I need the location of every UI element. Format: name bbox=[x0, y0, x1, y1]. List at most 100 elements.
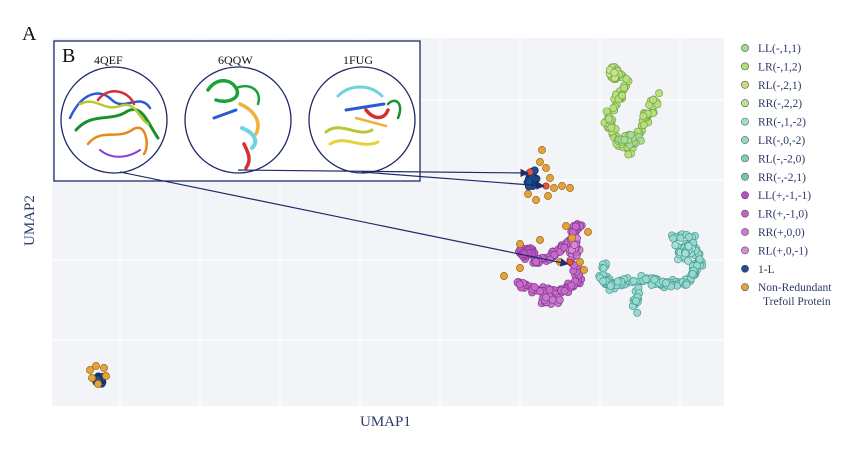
legend-marker bbox=[741, 209, 749, 218]
legend-marker bbox=[741, 62, 749, 71]
point-magenta-cluster bbox=[548, 295, 557, 304]
legend-label: 1-L bbox=[758, 264, 775, 276]
legend-marker bbox=[741, 264, 749, 273]
arrow-1fug bbox=[361, 171, 545, 190]
point-cyan-cluster bbox=[684, 242, 693, 251]
point-green-cluster bbox=[620, 135, 629, 144]
point-green-cluster bbox=[619, 83, 628, 92]
panel-letter-a: A bbox=[22, 23, 37, 45]
point-cyan-cluster bbox=[633, 308, 642, 317]
structure-label-1fug: 1FUG bbox=[343, 53, 373, 67]
structure-circle-4qef bbox=[60, 66, 168, 174]
legend-marker bbox=[741, 228, 749, 236]
point-cyan-cluster bbox=[606, 281, 615, 290]
legend-marker bbox=[741, 172, 749, 181]
point-trefoil bbox=[500, 272, 508, 280]
point-magenta-cluster bbox=[542, 293, 550, 302]
point-green-cluster bbox=[618, 91, 627, 100]
point-green-cluster bbox=[649, 95, 658, 104]
legend-label: LL(-,1,1) bbox=[758, 43, 801, 55]
point-trefoil bbox=[532, 196, 540, 204]
legend-label: RR(-,2,2) bbox=[758, 98, 802, 110]
arrow-4qef bbox=[119, 171, 569, 267]
point-trefoil bbox=[94, 380, 102, 388]
point-cyan-cluster bbox=[695, 255, 704, 264]
point-trefoil bbox=[524, 190, 532, 198]
point-magenta-cluster bbox=[567, 281, 576, 290]
inset-panel-b: B 4QEF 6QQW 1FUG bbox=[53, 40, 421, 182]
point-trefoil bbox=[542, 164, 550, 172]
legend-label: LR(-,1,2) bbox=[758, 61, 802, 73]
legend-label: Trefoil Protein bbox=[763, 296, 831, 308]
legend-marker bbox=[741, 117, 749, 126]
legend-marker bbox=[741, 283, 749, 292]
point-magenta-cluster bbox=[555, 295, 564, 304]
point-1l-cluster bbox=[525, 177, 534, 186]
point-cyan-cluster bbox=[682, 280, 691, 289]
point-magenta-cluster bbox=[536, 287, 544, 296]
point-green-cluster bbox=[624, 150, 633, 159]
point-trefoil bbox=[584, 228, 592, 236]
point-trefoil bbox=[516, 264, 524, 272]
point-magenta-cluster bbox=[530, 283, 539, 292]
point-magenta-cluster bbox=[545, 285, 554, 294]
point-trefoil bbox=[580, 266, 588, 274]
point-trefoil bbox=[102, 372, 110, 380]
point-cyan-cluster bbox=[671, 241, 680, 250]
point-green-cluster bbox=[639, 112, 648, 121]
point-magenta-cluster bbox=[515, 280, 524, 289]
point-cyan-cluster bbox=[632, 296, 641, 305]
point-trefoil bbox=[558, 182, 566, 190]
point-cyan-cluster bbox=[688, 270, 697, 278]
point-trefoil bbox=[536, 236, 544, 244]
point-cyan-cluster bbox=[681, 249, 690, 258]
point-trefoil bbox=[562, 222, 570, 230]
point-green-cluster bbox=[639, 121, 648, 129]
point-trefoil bbox=[88, 374, 96, 382]
point-cyan-cluster bbox=[650, 275, 659, 284]
point-trefoil bbox=[536, 158, 544, 166]
legend-label: LL(+,-1,-1) bbox=[758, 190, 811, 202]
point-magenta-cluster bbox=[570, 241, 579, 249]
legend-label: RR(-,1,-2) bbox=[758, 117, 806, 129]
protein-structure-4qef bbox=[68, 90, 160, 158]
point-cyan-cluster bbox=[613, 277, 622, 286]
connector-arrows bbox=[119, 168, 569, 267]
point-cyan-cluster bbox=[685, 233, 693, 242]
point-highlight bbox=[526, 168, 534, 176]
point-trefoil bbox=[568, 234, 576, 242]
point-magenta-cluster bbox=[560, 287, 569, 295]
protein-structure-1fug bbox=[324, 85, 402, 146]
point-green-cluster bbox=[610, 68, 619, 77]
legend-marker bbox=[741, 191, 749, 200]
legend-label: RL(-,2,1) bbox=[758, 80, 802, 92]
point-green-cluster bbox=[622, 75, 631, 83]
point-green-cluster bbox=[609, 104, 618, 112]
panel-letter-b: B bbox=[62, 45, 75, 67]
legend-marker bbox=[741, 154, 749, 163]
legend-label: LR(+,-1,0) bbox=[758, 209, 808, 221]
structure-circle-6qqw bbox=[184, 66, 292, 174]
legend-label: RR(-,-2,1) bbox=[758, 172, 806, 184]
legend-marker bbox=[741, 246, 749, 255]
point-magenta-cluster bbox=[532, 257, 541, 266]
point-trefoil bbox=[92, 362, 100, 370]
point-cyan-cluster bbox=[684, 256, 692, 265]
point-cyan-cluster bbox=[662, 279, 670, 287]
point-magenta-cluster bbox=[520, 249, 529, 258]
point-trefoil bbox=[566, 184, 574, 192]
legend-label: LR(-,0,-2) bbox=[758, 135, 805, 147]
legend-label: RL(+,0,-1) bbox=[758, 245, 808, 257]
point-trefoil bbox=[576, 258, 584, 266]
y-axis-label: UMAP2 bbox=[22, 195, 38, 246]
legend: LL(-,1,1) LR(-,1,2) RL(-,2,1) RR(-,2,2) RR(-… bbox=[741, 43, 832, 308]
legend-label: Non-Redundant bbox=[758, 282, 832, 294]
point-green-cluster bbox=[604, 114, 613, 123]
structure-label-6qqw: 6QQW bbox=[218, 53, 253, 67]
point-cyan-cluster bbox=[599, 264, 608, 273]
x-axis-label: UMAP1 bbox=[360, 414, 411, 430]
point-cyan-cluster bbox=[599, 277, 608, 286]
point-trefoil bbox=[516, 240, 524, 248]
protein-structure-6qqw bbox=[206, 79, 261, 170]
